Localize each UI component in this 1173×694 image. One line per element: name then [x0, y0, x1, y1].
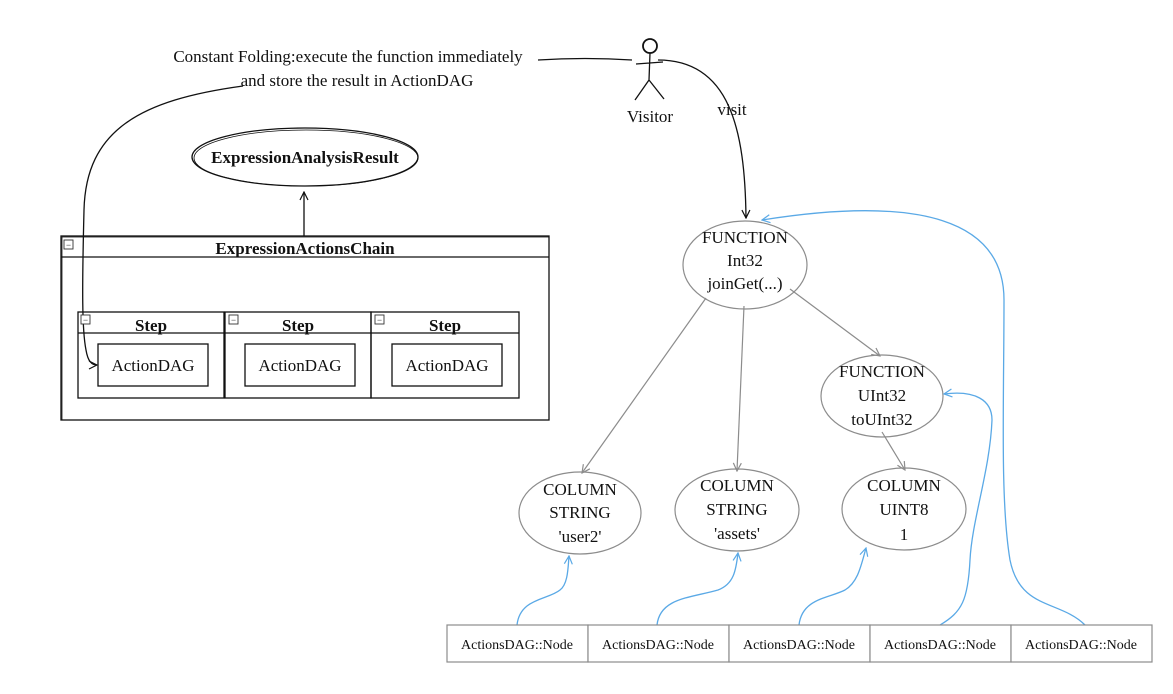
- visitor-actor: Visitor: [627, 38, 674, 126]
- node-type: Int32: [727, 251, 763, 270]
- expression-actions-chain: − ExpressionActionsChain − Step ActionDA…: [60, 235, 550, 421]
- node-name: joinGet(...): [706, 274, 782, 293]
- dag-node-label: ActionsDAG::Node: [743, 638, 855, 653]
- edge-root-to-func2: [789, 288, 880, 356]
- node-type: STRING: [549, 503, 610, 522]
- dag-node-label: ActionsDAG::Node: [1025, 638, 1137, 653]
- actions-dag-node-row: ActionsDAG::Node ActionsDAG::Node Action…: [446, 624, 1153, 663]
- link-node3-to-uint8: [798, 548, 866, 626]
- node-type: UINT8: [879, 500, 928, 519]
- step-collapse-icon[interactable]: −: [374, 314, 385, 325]
- node-kind: FUNCTION: [702, 228, 788, 247]
- dag-links: [516, 210, 1086, 626]
- function-joinget-node: FUNCTION Int32 joinGet(...): [682, 220, 808, 310]
- actions-dag-node: ActionsDAG::Node: [869, 624, 1012, 663]
- svg-text:−: −: [377, 315, 382, 325]
- expression-analysis-result-node: ExpressionAnalysisResult: [191, 127, 419, 187]
- action-dag-label: ActionDAG: [405, 356, 488, 375]
- step-title: Step: [135, 316, 167, 335]
- chain-step: − Step ActionDAG: [370, 311, 520, 399]
- column-assets-node: COLUMN STRING 'assets': [674, 468, 800, 552]
- tree-edges: [582, 288, 905, 473]
- chain-step: − Step ActionDAG: [77, 311, 225, 399]
- node-kind: COLUMN: [700, 476, 774, 495]
- dag-node-label: ActionsDAG::Node: [884, 638, 996, 653]
- visit-arrow: [657, 59, 746, 218]
- step-title: Step: [429, 316, 461, 335]
- chain-title: ExpressionActionsChain: [215, 239, 395, 258]
- note-line-2: and store the result in ActionDAG: [241, 71, 474, 90]
- node-kind: COLUMN: [867, 476, 941, 495]
- actions-dag-node: ActionsDAG::Node: [587, 624, 730, 663]
- node-type: UInt32: [858, 386, 906, 405]
- column-user2-node: COLUMN STRING 'user2': [518, 471, 642, 555]
- visit-edge-label: visit: [717, 100, 747, 119]
- node-value: 'assets': [714, 524, 760, 543]
- chain-step: − Step ActionDAG: [224, 311, 372, 399]
- link-node5-to-root: [762, 210, 1086, 626]
- node-name: toUInt32: [851, 410, 912, 429]
- edge-root-to-assets: [737, 305, 745, 471]
- result-label: ExpressionAnalysisResult: [211, 148, 399, 167]
- svg-text:−: −: [66, 240, 71, 250]
- edge-root-to-user: [582, 297, 707, 473]
- edge-func2-to-uint8: [881, 431, 905, 470]
- link-node4-to-func2: [939, 393, 993, 626]
- note-to-visitor-line: [537, 57, 633, 61]
- action-dag-label: ActionDAG: [111, 356, 194, 375]
- link-node2-to-assets: [656, 553, 738, 626]
- dag-node-label: ActionsDAG::Node: [602, 638, 714, 653]
- actions-dag-node: ActionsDAG::Node: [728, 624, 871, 663]
- constant-folding-note: Constant Folding:execute the function im…: [173, 47, 523, 90]
- chain-collapse-icon[interactable]: −: [63, 239, 74, 250]
- node-kind: COLUMN: [543, 480, 617, 499]
- dag-node-label: ActionsDAG::Node: [461, 638, 573, 653]
- node-type: STRING: [706, 500, 767, 519]
- link-node1-to-user: [516, 556, 569, 626]
- action-dag-label: ActionDAG: [258, 356, 341, 375]
- actions-dag-node: ActionsDAG::Node: [1010, 624, 1153, 663]
- note-line-1: Constant Folding:execute the function im…: [173, 47, 523, 66]
- step-collapse-icon[interactable]: −: [228, 314, 239, 325]
- function-touint32-node: FUNCTION UInt32 toUInt32: [820, 354, 944, 438]
- actor-label: Visitor: [627, 107, 674, 126]
- column-uint8-node: COLUMN UINT8 1: [841, 467, 967, 551]
- step-collapse-icon[interactable]: −: [80, 314, 91, 325]
- svg-text:−: −: [83, 315, 88, 325]
- note-to-actiondag-arrow: [82, 85, 244, 365]
- node-value: 'user2': [559, 527, 602, 546]
- svg-text:−: −: [231, 315, 236, 325]
- node-kind: FUNCTION: [839, 362, 925, 381]
- actor-head-icon: [642, 38, 658, 54]
- actions-dag-node: ActionsDAG::Node: [446, 624, 589, 663]
- node-value: 1: [900, 525, 909, 544]
- actor-body-icon: [634, 52, 665, 101]
- step-title: Step: [282, 316, 314, 335]
